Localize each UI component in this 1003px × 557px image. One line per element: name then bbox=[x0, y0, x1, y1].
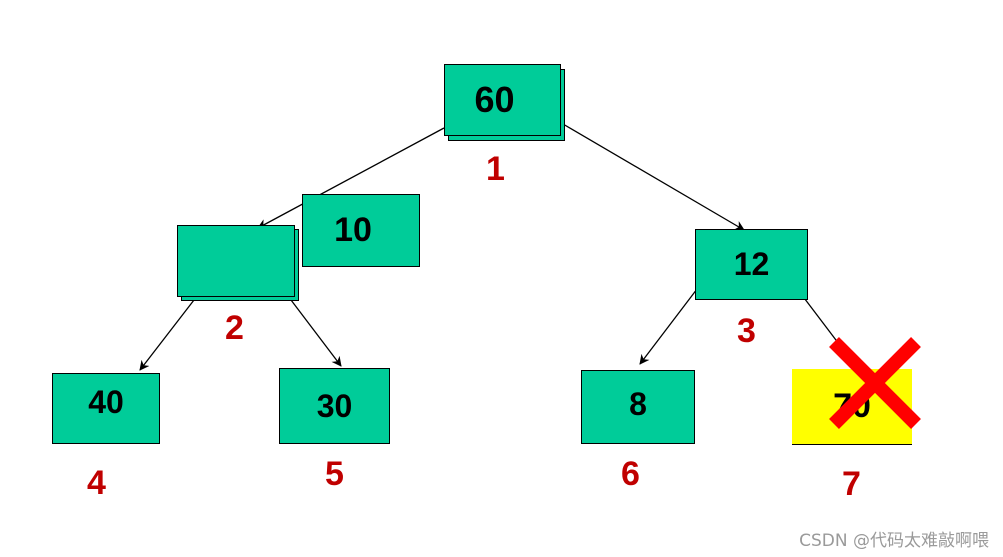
node-index-7: 7 bbox=[842, 465, 861, 503]
tree-node-6: 8 bbox=[581, 370, 695, 444]
node-value: 30 bbox=[316, 387, 353, 424]
floating-node: 10 bbox=[302, 194, 420, 267]
node-index-4: 4 bbox=[87, 464, 106, 502]
edge-2-to-4 bbox=[139, 299, 195, 371]
node-value: 8 bbox=[629, 385, 647, 422]
node-value: 60 bbox=[474, 79, 515, 120]
delete-cross-icon bbox=[829, 337, 921, 429]
tree-node-4: 40 bbox=[52, 373, 160, 444]
node-value: 10 bbox=[334, 211, 372, 249]
node-value: 12 bbox=[733, 246, 770, 282]
watermark: CSDN @代码太难敲啊喂 bbox=[799, 531, 989, 551]
tree-node-5: 30 bbox=[279, 368, 390, 444]
tree-node-3: 12 bbox=[695, 229, 808, 300]
node-index-2: 2 bbox=[225, 309, 244, 347]
edge-1-to-2 bbox=[257, 127, 445, 229]
node-index-5: 5 bbox=[325, 455, 344, 493]
edge-1-to-3 bbox=[562, 123, 745, 231]
node-index-3: 3 bbox=[737, 312, 756, 350]
node-index-1: 1 bbox=[486, 150, 505, 188]
edge-2-to-5 bbox=[290, 299, 342, 367]
tree-node-1: 60 bbox=[444, 64, 561, 136]
node-index-6: 6 bbox=[621, 455, 640, 493]
tree-node-2 bbox=[177, 225, 295, 297]
node-value: 40 bbox=[88, 384, 124, 420]
